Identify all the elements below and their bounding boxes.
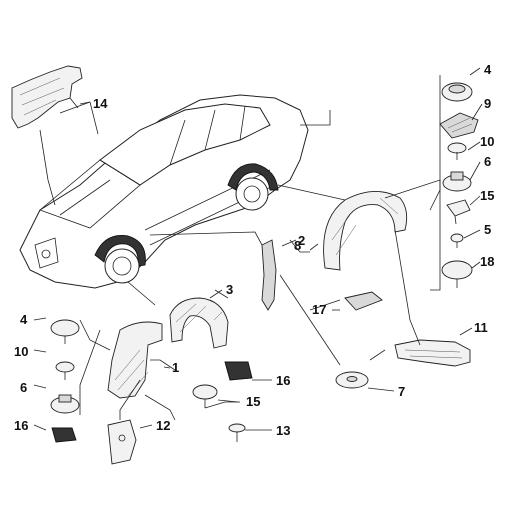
callout-12: 12 [156,418,170,433]
car-illustration [19,94,309,289]
callout-15-right: 15 [480,188,494,203]
callout-labels: 14 4 9 10 6 15 5 18 2 8 3 17 11 4 10 6 1… [14,62,494,438]
part-8-rear-wheel-liner [323,191,408,271]
callout-11: 11 [474,320,488,335]
label-stubs [33,67,483,431]
callout-1: 1 [172,360,179,375]
part-7-washer [335,371,369,389]
callout-4-right: 4 [484,62,492,77]
callout-4-left: 4 [20,312,28,327]
right-fastener-column [439,82,479,288]
callout-18: 18 [480,254,494,269]
callout-10-left: 10 [14,344,28,359]
callout-9: 9 [484,96,491,111]
part-3-front-liner [169,297,229,349]
callout-7: 7 [398,384,405,399]
callout-14: 14 [93,96,108,111]
middle-fasteners [192,361,253,442]
callout-13: 13 [276,423,290,438]
callout-8: 8 [294,238,301,253]
part-2-strip [261,239,277,311]
callout-2: 2 [298,233,305,248]
part-12-bracket [107,419,137,465]
part-1-front-liner [107,321,163,399]
leader-lines [39,75,441,421]
part-14-bracket [11,65,83,129]
callout-17: 17 [312,302,326,317]
callout-6-right: 6 [484,154,491,169]
callout-16-left: 16 [14,418,28,433]
callout-6-left: 6 [20,380,27,395]
callout-5: 5 [484,222,491,237]
part-11-shield [394,339,471,367]
left-fastener-column [50,319,80,443]
callout-3: 3 [226,282,233,297]
callout-10-right: 10 [480,134,494,149]
callout-16-middle: 16 [276,373,290,388]
callout-15-middle: 15 [246,394,260,409]
part-17-panel [344,291,383,311]
